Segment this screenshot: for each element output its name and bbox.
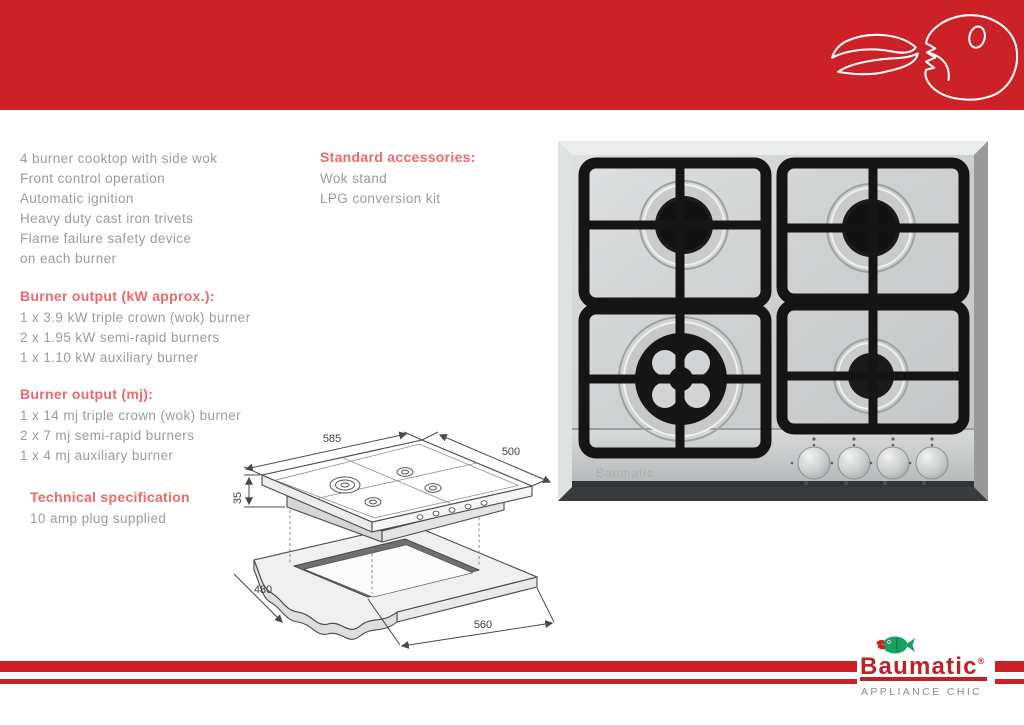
burner-kw-line: 1 x 3.9 kW triple crown (wok) burner: [20, 310, 251, 325]
feature-line: 4 burner cooktop with side wok: [20, 151, 218, 166]
fish-eye: [968, 25, 986, 49]
panel-brand-print: Baumatic: [596, 466, 654, 480]
product-photo-cooktop: Baumatic: [558, 141, 988, 501]
knob-2: [830, 437, 871, 485]
fish-gill: [895, 637, 899, 653]
feature-line: Flame failure safety device: [20, 231, 192, 246]
fish-lips-upper: [831, 33, 917, 59]
baumatic-fish-outline-icon: [831, 14, 1019, 101]
dimension-labels: 585 500 35 480 560: [232, 433, 520, 631]
burner-mj-line: 1 x 14 mj triple crown (wok) burner: [20, 408, 242, 423]
dim-label-cutout-depth: 480: [254, 584, 272, 596]
knob-3: [869, 437, 910, 485]
drawing-burners: [329, 467, 442, 507]
drawing-knobs: [416, 500, 488, 520]
feature-list: 4 burner cooktop with side wok Front con…: [20, 149, 217, 269]
burner-mj-line: 1 x 4 mj auxiliary burner: [20, 448, 174, 463]
feature-line: on each burner: [20, 251, 117, 266]
brand-underline: [860, 677, 987, 681]
footer-stripe-thin-left: [0, 679, 857, 684]
technical-spec-section: Technical specification 10 amp plug supp…: [30, 489, 190, 529]
accessories-section: Standard accessories: Wok stand LPG conv…: [320, 149, 476, 209]
dim-label-depth: 500: [502, 446, 520, 458]
footer-stripe-thick-right: [995, 661, 1024, 672]
burner-mj-line: 2 x 7 mj semi-rapid burners: [20, 428, 195, 443]
fish-head: [924, 14, 1019, 101]
dim-label-width: 585: [323, 433, 341, 445]
feature-line: Front control operation: [20, 171, 166, 186]
panel-bevel-bottom: [558, 487, 988, 501]
fish-lips-lower: [837, 52, 919, 76]
accessory-item: Wok stand: [320, 171, 388, 186]
projection-lines: [289, 510, 480, 593]
fish-lip-lower: [877, 644, 886, 650]
fish-lip-upper: [876, 639, 885, 646]
control-knobs: [790, 437, 949, 485]
header-band: [0, 0, 1024, 110]
dim-label-cutout-width: 560: [474, 619, 492, 631]
burner-output-mj-heading: Burner output (mj):: [20, 386, 154, 402]
burner-kw-line: 1 x 1.10 kW auxiliary burner: [20, 350, 199, 365]
burner-output-kw-section: Burner output (kW approx.): 1 x 3.9 kW t…: [20, 288, 250, 368]
burner-output-mj-section: Burner output (mj): 1 x 14 mj triple cro…: [20, 386, 241, 466]
baumatic-fish-logo-icon: [876, 636, 915, 654]
burner-output-kw-heading: Burner output (kW approx.):: [20, 288, 215, 304]
dimension-lines: [233, 431, 555, 649]
countertop-cutout: [253, 523, 538, 640]
knob-1: [790, 437, 831, 485]
brand-tagline: APPLIANCE CHIC: [861, 686, 983, 698]
knob-4: [908, 437, 949, 485]
fish-jaw-line: [926, 51, 950, 82]
technical-drawing: 585 500 35 480 560: [232, 431, 555, 649]
cutout-opening: [304, 544, 474, 598]
burner-kw-line: 2 x 1.95 kW semi-rapid burners: [20, 330, 220, 345]
accessories-heading: Standard accessories:: [320, 149, 476, 165]
feature-line: Heavy duty cast iron trivets: [20, 211, 194, 226]
panel-bevel-top: [558, 141, 988, 155]
feature-line: Automatic ignition: [20, 191, 134, 206]
footer-stripe-thin-right: [995, 679, 1024, 684]
panel-bevel-left: [558, 141, 572, 501]
technical-spec-heading: Technical specification: [30, 489, 190, 505]
cooktop-isometric: [261, 439, 533, 543]
trivet-grid: [578, 157, 970, 459]
brand-wordmark: Baumatic®: [860, 653, 985, 680]
footer-stripe-thick-left: [0, 661, 857, 672]
dim-label-height: 35: [232, 492, 244, 504]
registered-mark: ®: [977, 656, 985, 666]
technical-spec-line: 10 amp plug supplied: [30, 511, 167, 526]
panel-bevel-right: [974, 141, 988, 501]
fish-body: [882, 636, 908, 654]
accessory-item: LPG conversion kit: [320, 191, 441, 206]
fish-tail: [905, 638, 915, 652]
